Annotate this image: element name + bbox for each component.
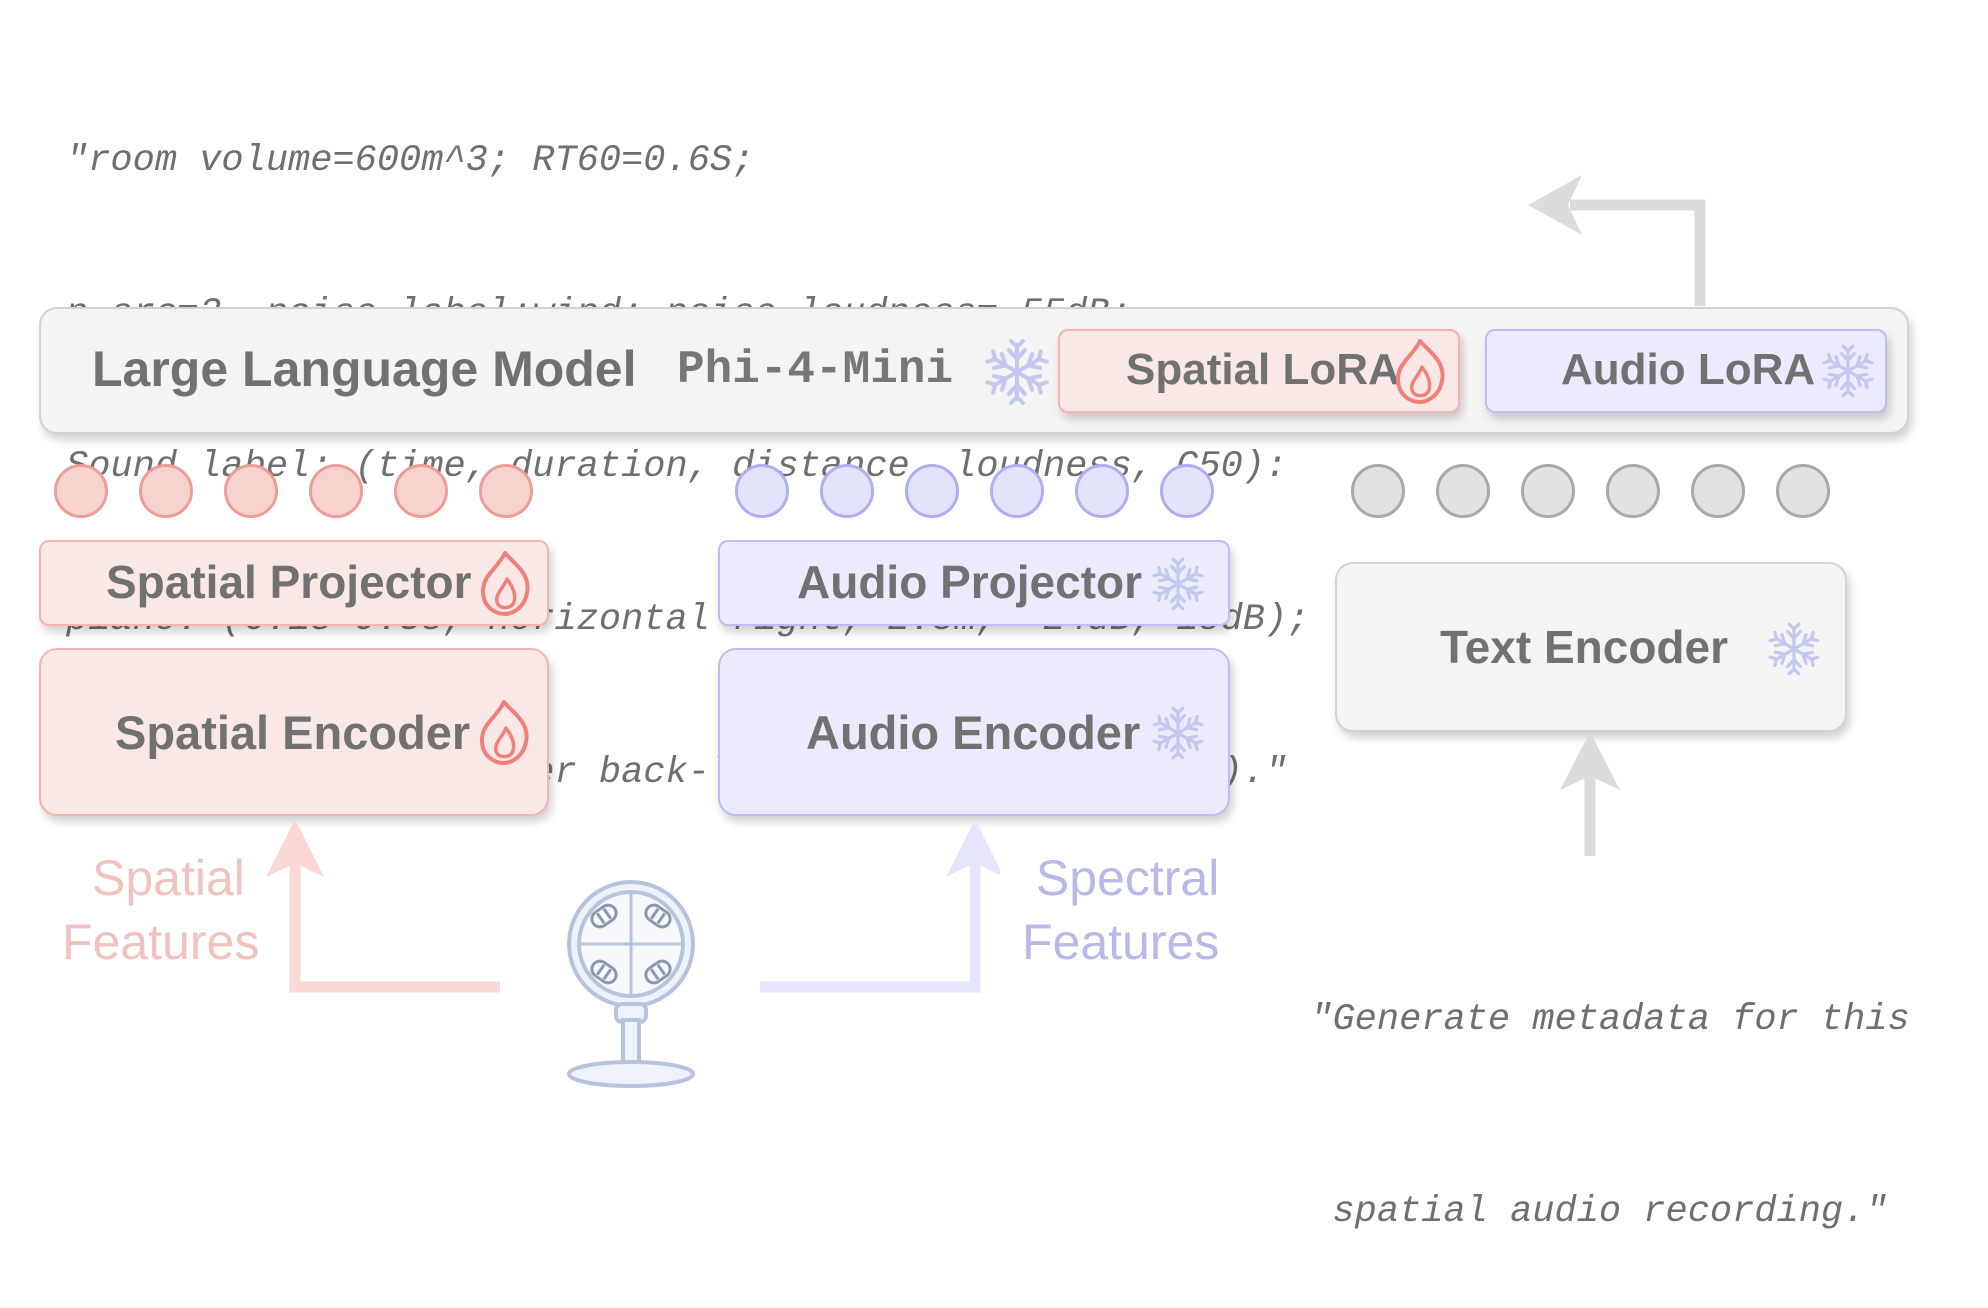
spatial-token xyxy=(224,464,278,518)
spatial-lora-box xyxy=(1058,329,1460,413)
output-line-1: "room volume=600m^3; RT60=0.6S; xyxy=(66,140,755,182)
text-token xyxy=(1521,464,1575,518)
snowflake-icon xyxy=(1816,339,1880,403)
spatial-encoder-label: Spatial Encoder xyxy=(115,706,471,759)
audio-token xyxy=(990,464,1044,518)
text-token xyxy=(1436,464,1490,518)
llm-title: Large Language Model xyxy=(92,341,637,397)
audio-encoder-box xyxy=(718,648,1230,816)
snowflake-icon xyxy=(977,332,1057,412)
spectral-features-line1: Spectral xyxy=(1035,850,1220,906)
audio-token xyxy=(1075,464,1129,518)
spatial-token xyxy=(479,464,533,518)
spectral-features-line2: Features xyxy=(1022,914,1220,970)
spatial-token xyxy=(54,464,108,518)
flame-icon xyxy=(481,551,530,616)
spatial-token xyxy=(394,464,448,518)
flame-icon xyxy=(1396,339,1445,404)
audio-projector-box xyxy=(718,540,1230,626)
snowflake-icon xyxy=(1146,552,1210,616)
text-prompt-line2: spatial audio recording." xyxy=(1332,1191,1888,1233)
text-encoder-label: Text Encoder xyxy=(1440,621,1728,673)
audio-lora-label: Audio LoRA xyxy=(1561,345,1816,394)
spatial-projector-label: Spatial Projector xyxy=(106,556,472,608)
flame-icon xyxy=(480,700,529,765)
spatial-lora-label: Spatial LoRA xyxy=(1126,345,1400,394)
spatial-projector-box xyxy=(39,540,549,626)
audio-token xyxy=(735,464,789,518)
text-prompt-arrow xyxy=(1560,732,1620,856)
snowflake-icon xyxy=(1146,701,1210,765)
text-token xyxy=(1351,464,1405,518)
audio-encoder-label: Audio Encoder xyxy=(806,706,1141,759)
text-prompt-line1: "Generate metadata for this xyxy=(1310,999,1910,1041)
text-token xyxy=(1606,464,1660,518)
spatial-encoder-box xyxy=(39,648,549,816)
spatial-token xyxy=(139,464,193,518)
audio-token xyxy=(905,464,959,518)
spatial-features-line2: Features xyxy=(62,914,260,970)
spatial-features-line1: Spatial xyxy=(92,850,245,906)
output-arrow xyxy=(1528,175,1706,306)
text-encoder-box xyxy=(1335,562,1847,732)
microphone-array-icon xyxy=(567,880,695,1088)
text-token xyxy=(1691,464,1745,518)
spectral-features-label: Spectral Features xyxy=(1022,846,1219,974)
snowflake-icon xyxy=(1762,617,1826,681)
llm-model-name: Phi-4-Mini xyxy=(677,344,954,396)
text-token xyxy=(1776,464,1830,518)
text-prompt: "Generate metadata for this spatial audi… xyxy=(1250,860,1970,1308)
audio-lora-box xyxy=(1485,329,1887,413)
spatial-features-label: Spatial Features xyxy=(62,846,259,974)
spatial-token xyxy=(309,464,363,518)
audio-projector-label: Audio Projector xyxy=(797,556,1143,608)
audio-token xyxy=(820,464,874,518)
audio-token xyxy=(1160,464,1214,518)
spectral-features-arrow xyxy=(760,819,1000,993)
spatial-features-arrow xyxy=(266,819,500,993)
